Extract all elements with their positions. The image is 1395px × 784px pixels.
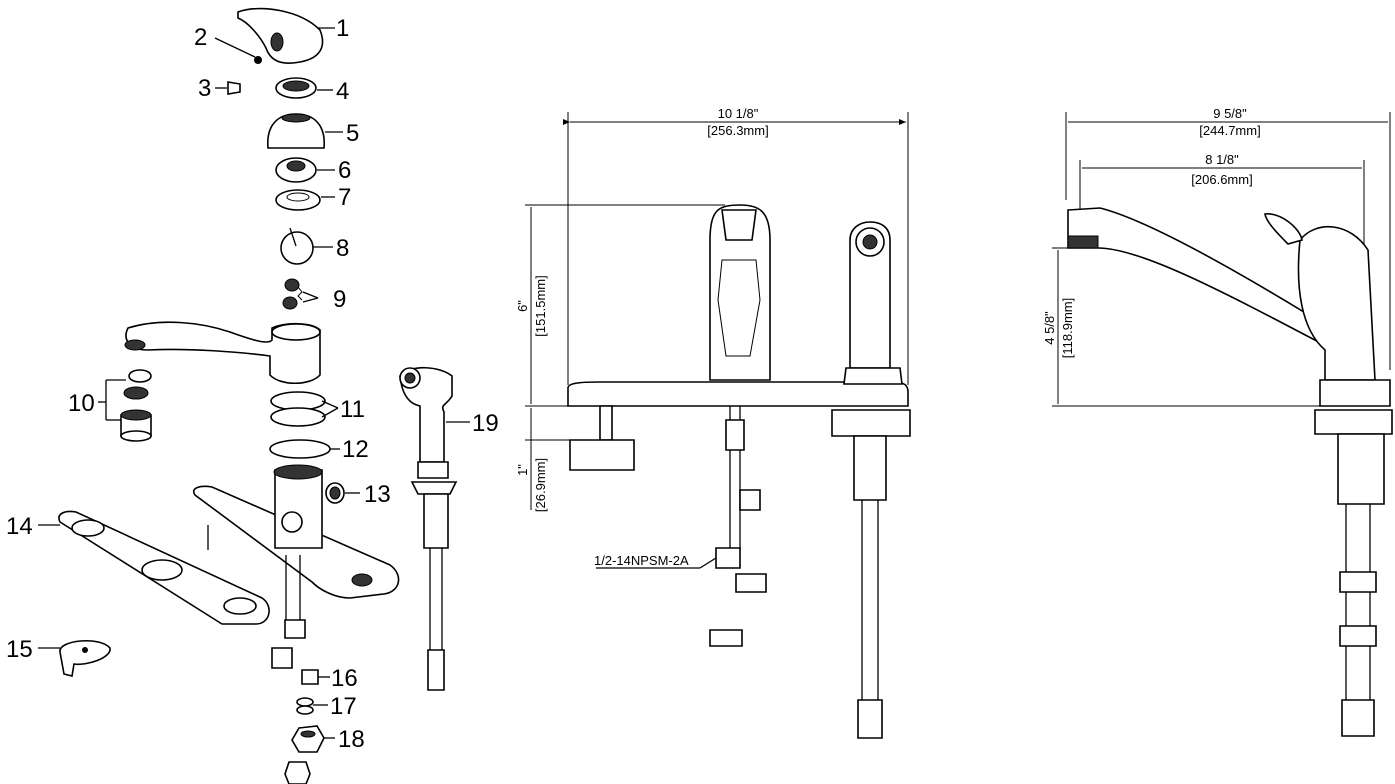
front-height-in: 6" <box>515 300 530 312</box>
callout-6: 6 <box>338 157 351 184</box>
callout-5: 5 <box>346 120 359 147</box>
part-screw <box>215 81 241 95</box>
part-washer <box>296 697 328 715</box>
exploded-view <box>38 7 470 784</box>
side-view: 9 5/8" [244.7mm] 8 1/8" [206.6mm] 4 5/8"… <box>1042 106 1393 737</box>
callout-3: 3 <box>198 75 211 102</box>
side-reach-in: 8 1/8" <box>1205 152 1239 167</box>
callout-labels: 1 2 3 4 5 6 7 8 9 10 11 12 13 14 15 16 1… <box>6 15 499 753</box>
callout-13: 13 <box>364 481 391 508</box>
part-aerator <box>98 369 152 442</box>
part-spout <box>124 321 321 385</box>
part-sprayer <box>399 366 470 691</box>
part-mounting-nut <box>38 639 111 677</box>
callout-16: 16 <box>331 665 358 692</box>
callout-15: 15 <box>6 636 33 663</box>
front-shank-in: 1" <box>515 464 530 476</box>
callout-19: 19 <box>472 410 499 437</box>
part-seats-springs <box>282 278 319 310</box>
part-cap-ring <box>275 77 333 99</box>
callout-12: 12 <box>342 436 369 463</box>
side-width-in: 9 5/8" <box>1213 106 1247 121</box>
front-height-mm: [151.5mm] <box>533 275 548 336</box>
front-width-mm: [256.3mm] <box>707 123 768 138</box>
part-ball <box>280 227 333 265</box>
callout-8: 8 <box>336 235 349 262</box>
part-seal <box>275 189 335 211</box>
callout-2: 2 <box>194 24 207 51</box>
part-adapter <box>275 157 335 183</box>
callout-1: 1 <box>336 15 349 42</box>
part-handle <box>237 7 335 64</box>
callout-18: 18 <box>338 726 365 753</box>
front-thread-label: 1/2-14NPSM-2A <box>594 553 689 568</box>
part-gasket <box>38 510 270 625</box>
side-width-mm: [244.7mm] <box>1199 123 1260 138</box>
front-shank-mm: [26.9mm] <box>533 458 548 512</box>
callout-9: 9 <box>333 286 346 313</box>
callout-10: 10 <box>68 390 95 417</box>
callout-4: 4 <box>336 78 349 105</box>
part-coupling-nut <box>284 725 335 784</box>
callout-11: 11 <box>340 396 365 423</box>
callout-7: 7 <box>338 184 351 211</box>
part-check-valve <box>325 482 360 504</box>
part-o-rings <box>270 391 339 427</box>
part-body-deck <box>193 464 400 669</box>
callout-14: 14 <box>6 513 33 540</box>
part-clip <box>301 669 330 685</box>
side-reach-mm: [206.6mm] <box>1191 172 1252 187</box>
callout-17: 17 <box>330 693 357 720</box>
front-view: 10 1/8" [256.3mm] 6" [151.5mm] 1" [26.9m… <box>515 106 911 739</box>
side-height-in: 4 5/8" <box>1042 311 1057 345</box>
front-width-in: 10 1/8" <box>718 106 759 121</box>
side-height-mm: [118.9mm] <box>1060 298 1075 358</box>
part-set-screw <box>214 37 262 64</box>
part-ring <box>269 439 340 459</box>
part-cap <box>267 113 343 149</box>
